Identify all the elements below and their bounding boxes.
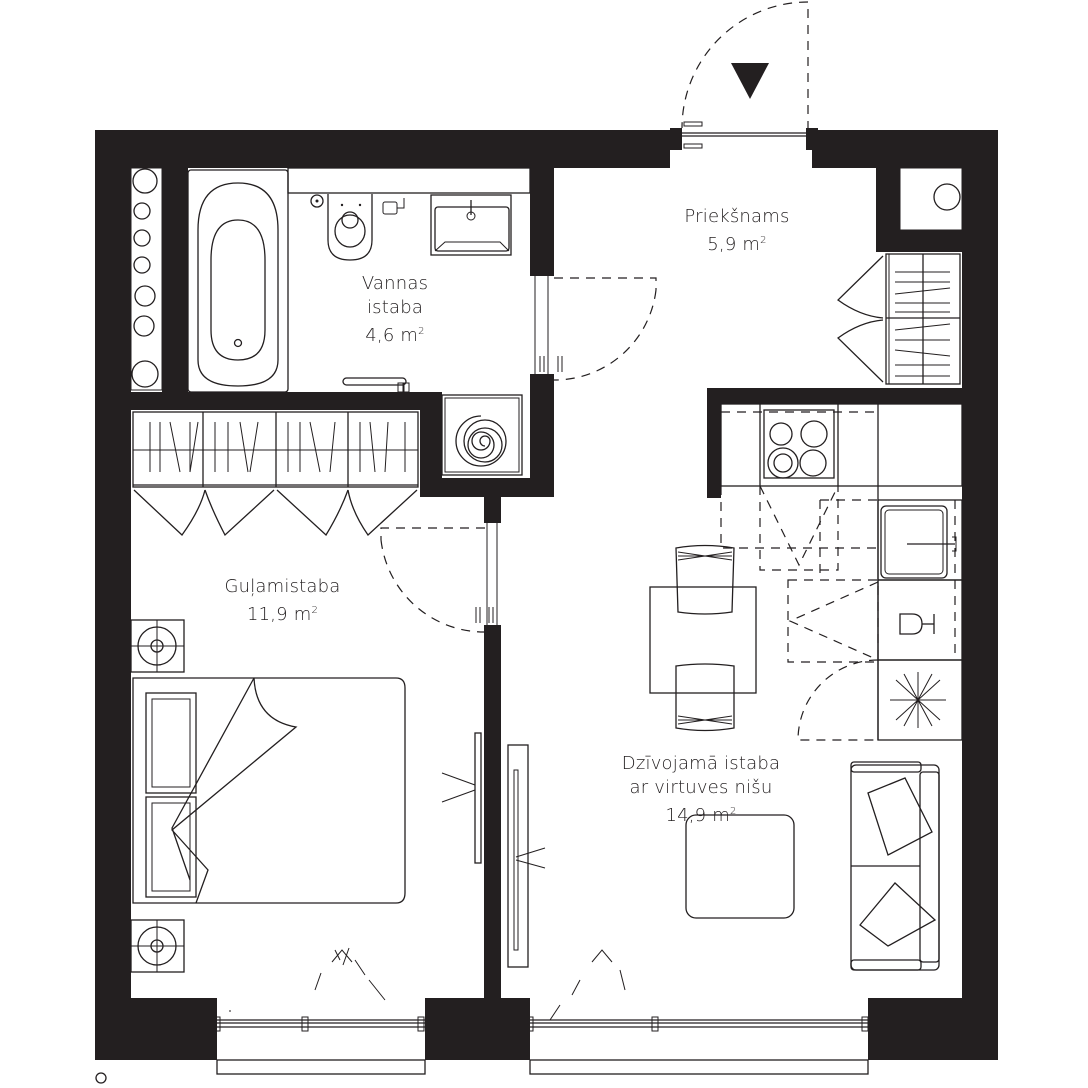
sofa: [850, 761, 940, 971]
bathtub: [187, 169, 289, 393]
room-name: Priekšnams: [684, 206, 790, 227]
cooktop: [763, 409, 835, 479]
kitchen-sink: [880, 505, 957, 579]
toilet: [310, 194, 373, 261]
room-name-line2: istaba: [366, 297, 424, 318]
room-name-line1: Dzīvojamā istaba: [621, 753, 781, 774]
washing-machine: [441, 394, 523, 476]
bathroom-sink: [430, 194, 512, 256]
living-tv: [507, 744, 546, 968]
walls: [95, 130, 998, 1060]
room-area: 14,9 m2: [665, 805, 737, 826]
fridge: [890, 672, 946, 728]
bath-shelf: [287, 167, 531, 194]
dining-table: [649, 586, 757, 694]
living-window[interactable]: [526, 949, 869, 1075]
kitchen-door-swings: [720, 485, 879, 741]
chair-top: [675, 544, 735, 615]
bathroom-door[interactable]: [530, 266, 657, 384]
towel-rail: [342, 377, 410, 393]
shaft-icon: [933, 183, 961, 211]
room-area: 5,9 m2: [707, 234, 767, 255]
room-area: 11,9 m2: [246, 604, 319, 625]
chair-bottom: [675, 663, 735, 732]
bedroom-wardrobe: [132, 411, 419, 537]
nightstand-bottom: [130, 919, 185, 973]
hallway-wardrobe: [836, 253, 961, 385]
coffee-table: [685, 814, 795, 919]
room-name-line1: Vannas: [361, 273, 429, 294]
kitchen-counter: [720, 403, 963, 741]
room-name-line2: ar virtuves nišu: [629, 777, 773, 798]
dishwasher: [899, 613, 935, 635]
toilet-paper-holder: [382, 198, 405, 215]
double-bed: [132, 677, 406, 904]
room-name: Guļamistaba: [224, 576, 341, 597]
nightstand-top: [130, 619, 185, 673]
bedroom-window[interactable]: [213, 947, 426, 1075]
bedroom-door[interactable]: [380, 515, 501, 635]
room-label-hallway: Priekšnams 5,9 m2: [672, 205, 802, 257]
bedroom-tv: [441, 732, 482, 864]
shaft-opening: [900, 168, 962, 230]
north-marker-icon: [95, 1072, 107, 1084]
entrance-door[interactable]: [670, 1, 818, 150]
room-label-bathroom: Vannas istaba 4,6 m2: [330, 272, 460, 348]
room-label-bedroom: Guļamistaba 11,9 m2: [195, 575, 370, 627]
room-area: 4,6 m2: [365, 325, 425, 346]
vent-shaft-icon: [130, 167, 163, 391]
room-label-living: Dzīvojamā istaba ar virtuves nišu 14,9 m…: [598, 752, 804, 828]
entrance-arrow-icon: [731, 63, 769, 99]
